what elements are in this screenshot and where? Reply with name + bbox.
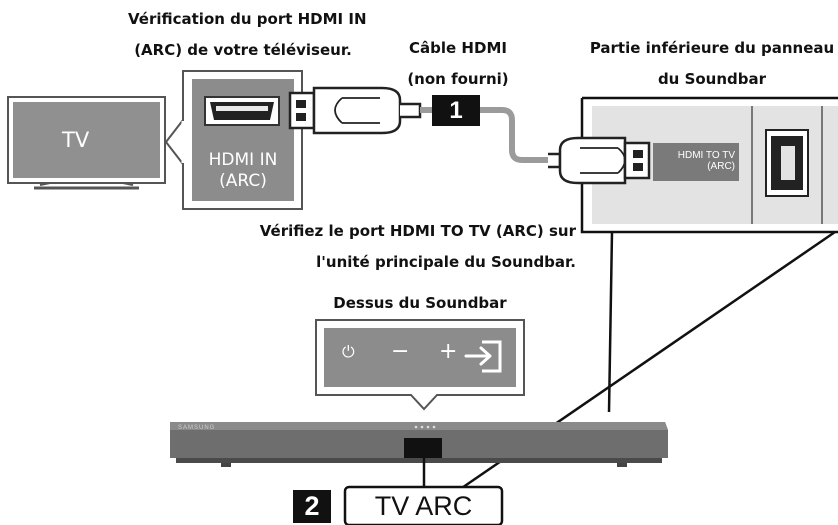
soundbar-bottom-line1: Partie inférieure du panneau	[589, 39, 835, 57]
soundbar-unit	[170, 422, 668, 487]
cable-label-line1: Câble HDMI	[409, 39, 507, 57]
step-1-badge: 1	[432, 95, 480, 126]
soundbar-top-callout	[315, 319, 525, 411]
tv-icon	[7, 96, 166, 190]
soundbar-port-label-line1: HDMI TO TV	[677, 150, 735, 161]
soundbar-port-label-line2: (ARC)	[707, 161, 735, 172]
soundbar-panel-callout	[436, 96, 838, 507]
verify-port-line1: Vérifiez le port HDMI TO TV (ARC) sur	[259, 222, 576, 240]
soundbar-top-label: Dessus du Soundbar	[333, 294, 507, 312]
verify-port-line2: l'unité principale du Soundbar.	[316, 253, 576, 271]
source-input-icon	[464, 340, 502, 373]
tv-port-label-line2: (ARC)	[219, 171, 267, 191]
verify-port-label: Vérifiez le port HDMI TO TV (ARC) sur l'…	[230, 220, 576, 273]
soundbar-bottom-line2: du Soundbar	[657, 70, 767, 88]
brand-logo: SAMSUNG	[178, 425, 216, 431]
tv-port-callout	[164, 70, 303, 210]
tv-arc-display-text: TV ARC	[374, 491, 473, 521]
cable-label: Câble HDMI (non fourni)	[402, 37, 514, 90]
cable-label-line2: (non fourni)	[407, 70, 509, 88]
plus-icon: +	[439, 339, 458, 364]
display-callout	[343, 485, 504, 525]
power-icon: ⏻	[342, 342, 355, 361]
minus-icon: −	[391, 339, 410, 364]
hdmi-port-icon	[204, 96, 280, 126]
tv-port-label-line1: HDMI IN	[208, 150, 278, 170]
hdmi-cable-icon	[288, 86, 422, 135]
soundbar-port-label: HDMI TO TV (ARC)	[653, 150, 735, 172]
tv-port-check-line2: (ARC) de votre téléviseur.	[134, 41, 352, 59]
step-2-badge: 2	[293, 490, 331, 523]
hdmi-cable-icon-soundbar	[548, 136, 651, 185]
tv-port-label: HDMI IN (ARC)	[192, 150, 294, 192]
tv-label: TV	[62, 128, 90, 152]
tv-port-check-label: Vérification du port HDMI IN (ARC) de vo…	[128, 8, 367, 61]
soundbar-bottom-label: Partie inférieure du panneau du Soundbar	[586, 37, 838, 90]
hdmi-cable-line	[420, 107, 548, 163]
tv-port-check-line1: Vérification du port HDMI IN	[128, 10, 367, 28]
